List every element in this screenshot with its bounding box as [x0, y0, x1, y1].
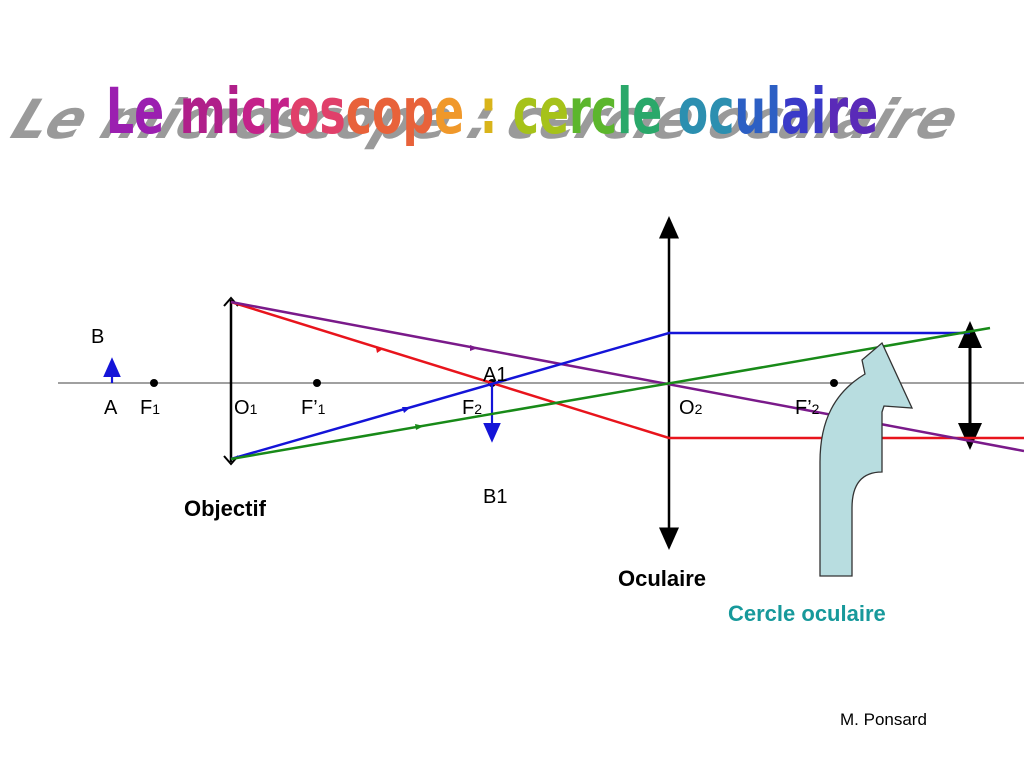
title-letter — [662, 74, 677, 148]
focal-point-Fp1 — [313, 379, 321, 387]
title-letter — [164, 74, 179, 148]
label-cercle-oculaire: Cercle oculaire — [728, 601, 886, 626]
title-letter: i — [226, 74, 241, 148]
label-Fp2: F’2 — [795, 397, 820, 419]
label-oculaire: Oculaire — [618, 566, 706, 591]
label-B: B — [91, 326, 104, 348]
title-letter: o — [678, 74, 708, 148]
title-letter: e — [539, 74, 569, 148]
title-letter: i — [811, 74, 826, 148]
label-O2: O2 — [679, 397, 703, 419]
ray-purple — [230, 300, 1024, 453]
title-letter: c — [513, 74, 539, 148]
ray-blue — [230, 331, 970, 461]
pointer-arrow-icon — [819, 341, 914, 577]
title-letter: a — [781, 74, 811, 148]
title-letter: u — [734, 74, 766, 148]
title-letter: p — [402, 74, 434, 148]
title-letter: r — [267, 74, 289, 148]
title-letter: l — [617, 74, 632, 148]
title-letter: e — [134, 74, 164, 148]
title-letter: e — [434, 74, 464, 148]
ray-red — [230, 300, 1024, 440]
title-letter: r — [569, 74, 591, 148]
title-letter: c — [591, 74, 617, 148]
label-A1: A1 — [483, 364, 507, 386]
title-letter: r — [826, 74, 848, 148]
title-shadow: Le microscope : cercle oculaire — [0, 88, 975, 151]
title-letter: e — [848, 74, 878, 148]
title-letter: L — [106, 74, 134, 148]
title-letter — [464, 74, 479, 148]
title-text: Le microscope : cercle oculaire — [106, 74, 878, 148]
title-letter: e — [632, 74, 662, 148]
focal-point-F1 — [150, 379, 158, 387]
title-letter: c — [241, 74, 267, 148]
focal-point-Fp2 — [830, 379, 838, 387]
label-F1: F1 — [140, 397, 160, 419]
ray-red-arrow — [376, 348, 383, 353]
ray-green — [230, 326, 991, 461]
title-letter: l — [766, 74, 781, 148]
title-letter: c — [346, 74, 372, 148]
title-letter: o — [289, 74, 319, 148]
label-Fp1: F’1 — [301, 397, 326, 419]
ray-purple-arrow — [470, 345, 478, 351]
title: Le microscope : cercle oculaire Le micro… — [0, 74, 975, 151]
ray-green-arrow — [415, 424, 424, 430]
title-letter — [497, 74, 512, 148]
author-credit: M. Ponsard — [840, 710, 927, 729]
label-objectif: Objectif — [184, 496, 267, 521]
label-O1: O1 — [234, 397, 258, 419]
ray-blue-arrow — [402, 407, 411, 413]
label-F2: F2 — [462, 397, 482, 419]
title-letter: c — [708, 74, 734, 148]
label-A: A — [104, 397, 118, 419]
title-letter: s — [319, 74, 345, 148]
label-B1: B1 — [483, 486, 507, 508]
title-letter: o — [372, 74, 402, 148]
title-letter: m — [180, 74, 226, 148]
title-letter: : — [480, 74, 498, 148]
